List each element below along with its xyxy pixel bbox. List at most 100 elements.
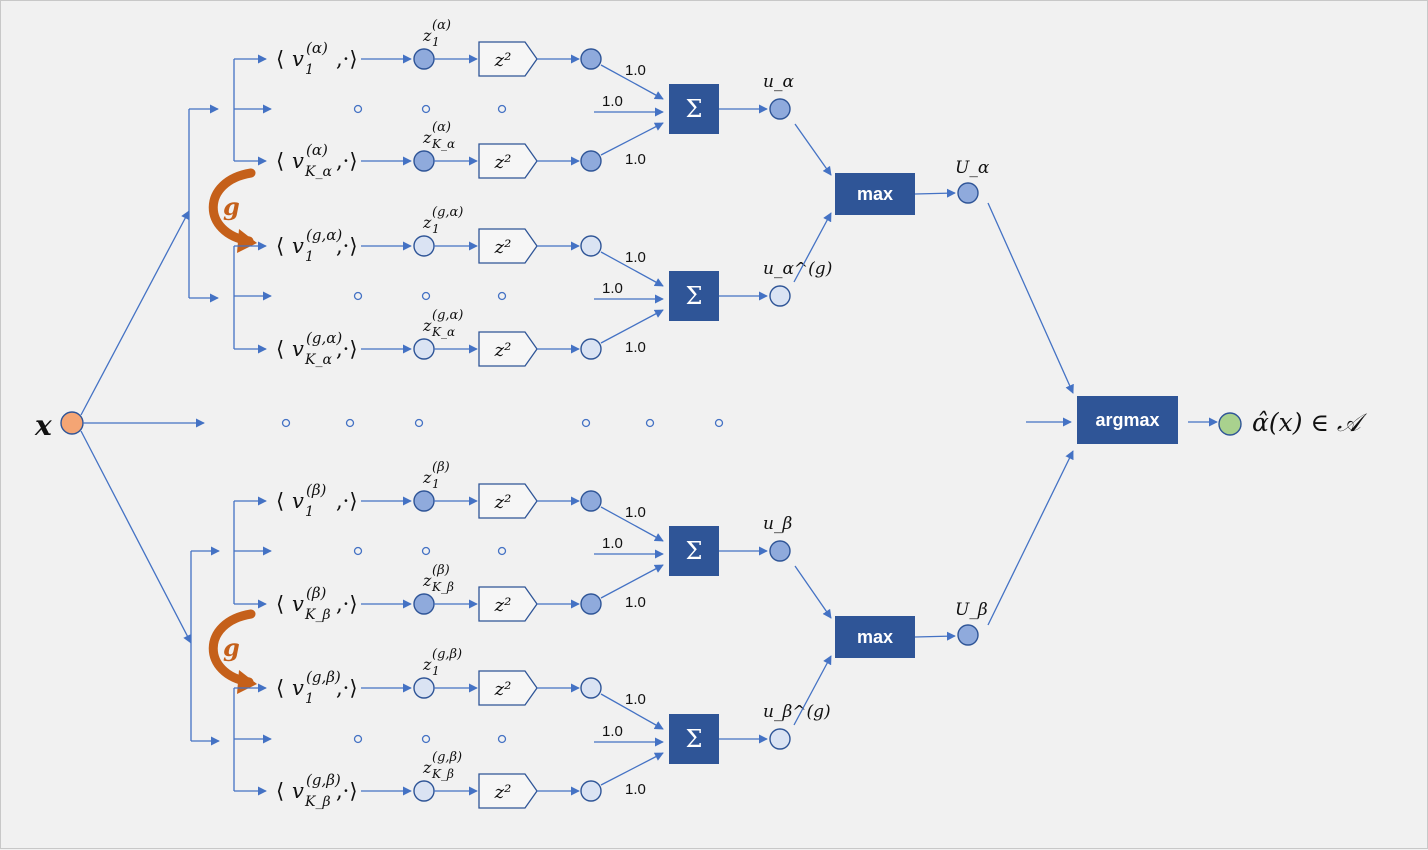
v-symbol: v	[292, 489, 304, 513]
u-label: u_α	[763, 72, 794, 92]
z-node-top	[413, 48, 435, 70]
sum-label: Σ	[686, 95, 703, 123]
z-node-top	[413, 235, 435, 257]
z-subscript: 1	[432, 477, 440, 491]
z-label-top: z(α)1	[422, 18, 451, 49]
bracket-open: ⟨	[276, 779, 284, 803]
z-node-top	[413, 490, 435, 512]
weight-label-top: 1.0	[625, 691, 646, 708]
square-op-label: z²	[494, 679, 512, 700]
bracket-close: ,·⟩	[336, 337, 358, 361]
bracket-open: ⟨	[276, 337, 284, 361]
z-superscript: (g,α)	[432, 308, 463, 323]
z-superscript: (α)	[432, 120, 451, 135]
weight-label-mid: 1.0	[602, 723, 623, 740]
bracket-open: ⟨	[276, 592, 284, 616]
squared-node-bottom	[580, 338, 602, 360]
sum-label: Σ	[686, 725, 703, 753]
bracket-close: ,·⟩	[336, 592, 358, 616]
inner-product-bottom: ⟨v(α)K_α,·⟩	[276, 141, 358, 180]
inner-product-top: ⟨v(g,β)1,·⟩	[276, 668, 358, 707]
square-op-label: z²	[494, 782, 512, 803]
max-box	[835, 173, 915, 215]
g-transform-arrow	[208, 168, 256, 246]
square-box-bottom	[478, 143, 538, 179]
z-subscript: K_α	[431, 137, 455, 151]
weight-label-top: 1.0	[625, 249, 646, 266]
u-node	[769, 285, 791, 307]
output-node	[1218, 412, 1242, 436]
ellipsis-dot	[421, 104, 431, 114]
z-subscript: K_α	[431, 325, 455, 339]
U-node	[957, 624, 979, 646]
z-symbol: z	[422, 655, 432, 674]
v-superscript: (g,α)	[306, 226, 342, 244]
sum-label: Σ	[686, 282, 703, 310]
sum-box	[669, 526, 719, 576]
weight-label-bottom: 1.0	[625, 339, 646, 356]
v-subscript: K_β	[304, 607, 331, 623]
squared-node-top	[580, 48, 602, 70]
v-superscript: (α)	[306, 39, 328, 57]
inner-product-top: ⟨v(g,α)1,·⟩	[276, 226, 358, 265]
weight-label-top: 1.0	[625, 62, 646, 79]
argmax-box	[1077, 396, 1178, 444]
v-superscript: (β)	[306, 584, 327, 602]
input-to-alpha-arrow	[80, 210, 190, 416]
u-label: u_α^(g)	[763, 259, 832, 279]
square-op-label: z²	[494, 340, 512, 361]
u-g-to-max-arrow	[793, 212, 832, 283]
u-label: u_β^(g)	[763, 702, 831, 722]
z-subscript: K_β	[431, 580, 454, 594]
U-node	[957, 182, 979, 204]
inner-product-bottom: ⟨v(g,α)K_α,·⟩	[276, 329, 358, 368]
z-subscript: 1	[432, 664, 440, 678]
v-superscript: (α)	[306, 141, 328, 159]
sum-box	[669, 271, 719, 321]
z-label-bottom: z(β)K_β	[422, 563, 454, 594]
weight-arrow-top	[600, 506, 664, 542]
input-node	[60, 411, 84, 435]
g-label: g	[223, 633, 240, 662]
output-label: α̂(x) ∈ 𝒜	[1252, 408, 1368, 437]
weight-label-top: 1.0	[625, 504, 646, 521]
sum-box	[669, 84, 719, 134]
ellipsis-dot	[421, 734, 431, 744]
z-symbol: z	[422, 571, 432, 590]
squared-node-top	[580, 490, 602, 512]
v-symbol: v	[292, 47, 304, 71]
g-arrow-head	[237, 670, 257, 694]
v-subscript: K_β	[304, 794, 331, 810]
bracket-close: ,·⟩	[336, 47, 358, 71]
z-symbol: z	[422, 468, 432, 487]
U-label: U_β	[955, 600, 988, 620]
inner-product-bottom: ⟨v(g,β)K_β,·⟩	[276, 771, 358, 810]
inner-product-top: ⟨v(β)1,·⟩	[276, 481, 358, 520]
g-transform-arrow	[208, 609, 256, 687]
max-box	[835, 616, 915, 658]
z-subscript: K_β	[431, 767, 454, 781]
U-alpha-to-argmax-arrow	[987, 202, 1074, 394]
v-subscript: K_α	[304, 164, 332, 180]
z-label-top: z(g,β)1	[422, 647, 462, 678]
z-subscript: 1	[432, 35, 440, 49]
z-label-bottom: z(g,β)K_β	[422, 750, 462, 781]
square-box-top	[478, 228, 538, 264]
square-box-bottom	[478, 773, 538, 809]
z-superscript: (β)	[432, 460, 450, 475]
v-symbol: v	[292, 234, 304, 258]
z-superscript: (α)	[432, 18, 451, 33]
ellipsis-dot	[353, 734, 363, 744]
z-node-bottom	[413, 338, 435, 360]
v-subscript: 1	[305, 691, 314, 707]
z-subscript: 1	[432, 222, 440, 236]
v-symbol: v	[292, 337, 304, 361]
ellipsis-dot	[421, 546, 431, 556]
squared-node-top	[580, 235, 602, 257]
z-label-bottom: z(g,α)K_α	[422, 308, 463, 339]
sum-box	[669, 714, 719, 764]
weight-label-mid: 1.0	[602, 535, 623, 552]
v-subscript: K_α	[304, 352, 332, 368]
